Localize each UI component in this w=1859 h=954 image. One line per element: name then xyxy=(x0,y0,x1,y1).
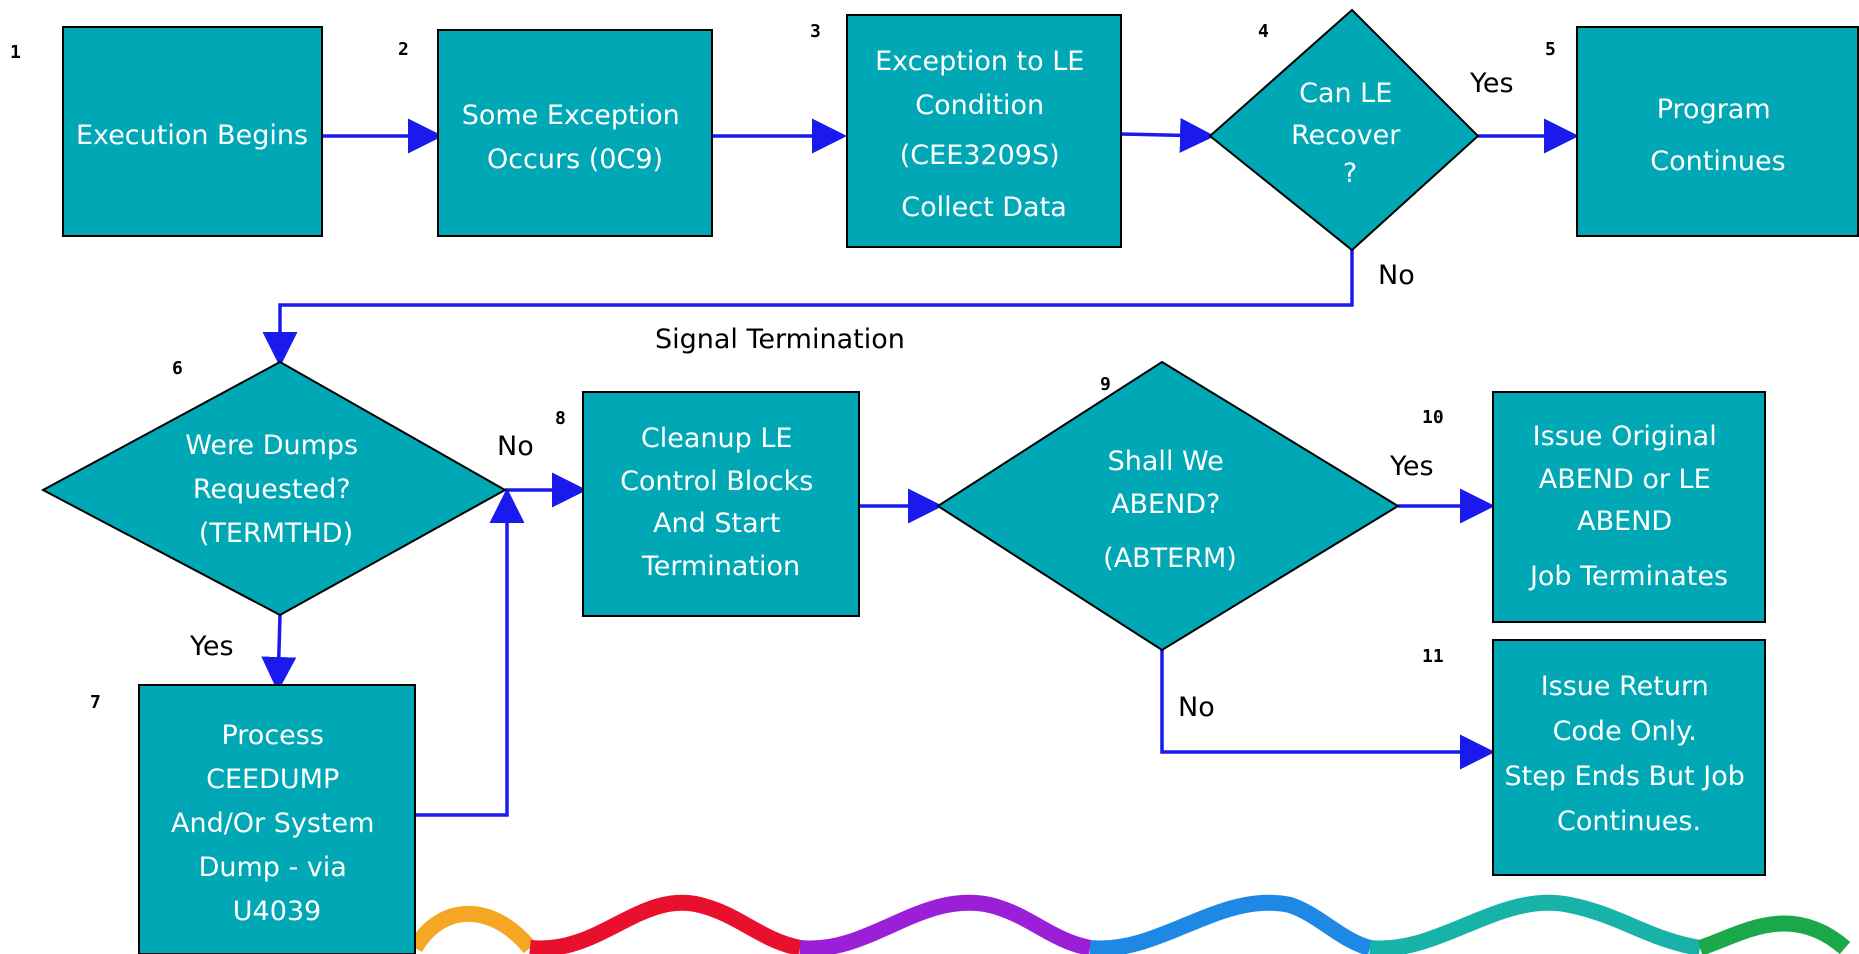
node-10-box xyxy=(1492,391,1766,623)
label-yes-6-7: Yes xyxy=(189,631,234,662)
node-11-text: Issue Return Code Only. Step Ends But Jo… xyxy=(1504,671,1753,837)
edge-labels: Yes No Signal Termination No Yes Yes No xyxy=(189,68,1514,723)
node-2-box xyxy=(437,29,713,237)
step-num-3: 3 xyxy=(810,21,821,42)
step-num-11: 11 xyxy=(1422,646,1444,667)
node-3-text: Exception to LE Condition (CEE3209S) Col… xyxy=(875,46,1093,223)
step-num-2: 2 xyxy=(398,39,409,60)
edge-7-8 xyxy=(415,488,525,817)
label-signal-termination: Signal Termination xyxy=(655,324,905,355)
step-num-6: 6 xyxy=(172,358,183,379)
node-7-box xyxy=(138,684,416,954)
edge-3-4 xyxy=(1120,117,1215,153)
step-num-7: 7 xyxy=(90,692,101,713)
node-5-text: Program Continues xyxy=(1650,94,1785,177)
node-6-text: Were Dumps Requested? (TERMTHD) xyxy=(185,430,366,549)
node-4-diamond xyxy=(1208,8,1480,252)
label-no-6-8: No xyxy=(497,431,534,462)
node-4-text: Can LE Recover ? xyxy=(1291,78,1409,189)
edge-9-11 xyxy=(1160,650,1495,770)
step-num-9: 9 xyxy=(1100,374,1111,395)
edge-6-7 xyxy=(261,614,297,692)
node-10-text: Issue Original ABEND or LE ABEND Job Ter… xyxy=(1528,421,1728,592)
node-1-text: Execution Begins xyxy=(76,120,308,151)
step-num-8: 8 xyxy=(555,408,566,429)
node-5-box xyxy=(1576,26,1859,237)
decorative-wave xyxy=(408,894,1851,954)
label-yes-9-10: Yes xyxy=(1389,451,1434,482)
label-no-9-11: No xyxy=(1178,692,1215,723)
node-texts: Execution Begins Some Exception Occurs (… xyxy=(76,46,1786,927)
node-2-text: Some Exception Occurs (0C9) xyxy=(462,100,689,175)
node-9-diamond xyxy=(936,360,1400,652)
node-1-box xyxy=(62,26,323,237)
edges xyxy=(261,117,1579,817)
node-8-text: Cleanup LE Control Blocks And Start Term… xyxy=(620,423,822,582)
label-no-4-6: No xyxy=(1378,260,1415,291)
nodes xyxy=(40,8,1859,954)
label-yes-4-5: Yes xyxy=(1469,68,1514,99)
step-num-1: 1 xyxy=(10,42,21,63)
step-num-10: 10 xyxy=(1422,407,1444,428)
node-11-box xyxy=(1492,639,1766,876)
step-num-5: 5 xyxy=(1545,39,1556,60)
node-6-diamond xyxy=(40,360,508,617)
node-9-text: Shall We ABEND? (ABTERM) xyxy=(1103,446,1237,574)
edge-4-6 xyxy=(262,250,1354,367)
node-3-box xyxy=(846,14,1122,248)
step-num-4: 4 xyxy=(1258,21,1269,42)
node-8-box xyxy=(582,391,860,617)
node-7-text: Process CEEDUMP And/Or System Dump - via… xyxy=(171,720,383,927)
step-numbers: 1 2 3 4 5 6 7 8 9 10 11 xyxy=(10,21,1556,713)
